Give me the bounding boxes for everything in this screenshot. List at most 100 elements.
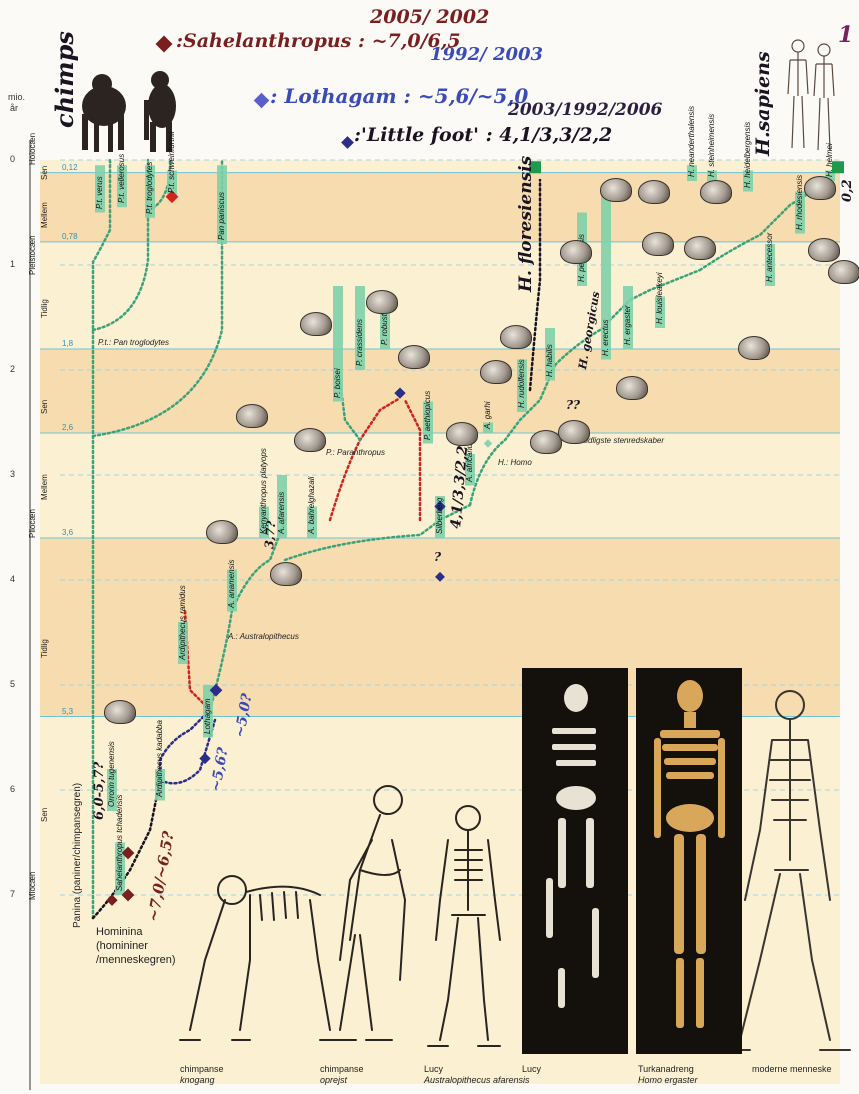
- fossil-skull: [294, 428, 326, 452]
- fossil-skull: [804, 176, 836, 200]
- epoch-holocene: Holocæn: [28, 133, 37, 165]
- stage-mellem-1: Mellem: [40, 202, 49, 228]
- species-label: H. habilis: [545, 344, 554, 377]
- caption-lucy-photo: Lucy: [522, 1064, 541, 1075]
- note-floresiensis: H. floresiensis: [516, 156, 536, 292]
- fossil-skull: [828, 260, 859, 284]
- stage-tidlig-1: Tidlig: [40, 299, 49, 318]
- stage-sen-3: Sen: [40, 808, 49, 822]
- species-label: H. rudolfensis: [517, 359, 526, 408]
- label-paranthropus: P.: Paranthropus: [326, 448, 385, 457]
- axis-tick-label: 7: [10, 889, 15, 899]
- label-australopithecus: A.: Australopithecus: [228, 632, 299, 641]
- fossil-skull: [600, 178, 632, 202]
- label-pan-troglodytes: P.t.: Pan troglodytes: [98, 338, 169, 347]
- note-kenyan-age: 3,7?: [262, 520, 278, 549]
- boundary-label: 1,8: [62, 339, 73, 348]
- label-homo: H.: Homo: [498, 458, 532, 467]
- species-label: Lothagam: [203, 698, 212, 734]
- fossil-skull: [738, 336, 770, 360]
- fossil-skull: [500, 325, 532, 349]
- species-label: H. antecessor: [765, 233, 774, 282]
- label-hominina-2: (homininer: [96, 940, 148, 952]
- species-label: H. erectus: [601, 319, 610, 355]
- stage-mellem-2: Mellem: [40, 474, 49, 500]
- boundary-label: 3,6: [62, 528, 73, 537]
- fossil-skull: [270, 562, 302, 586]
- species-label: H. neanderthalensis: [687, 106, 696, 177]
- species-label: Ardipithecus ramidus: [178, 585, 187, 660]
- species-label: A. anamensis: [227, 559, 236, 607]
- caption-chimp-upright: chimpanseoprejst: [320, 1064, 364, 1086]
- species-label: A. bahrelghazali: [307, 477, 316, 534]
- species-label: P.t. schweinfurthii: [167, 131, 176, 193]
- boundary-label: 0,78: [62, 232, 78, 241]
- axis-unit-line1: mio.: [8, 92, 25, 102]
- fossil-skull: [642, 232, 674, 256]
- caption-turkana: TurkanadrengHomo ergaster: [638, 1064, 698, 1086]
- fossil-skull: [398, 345, 430, 369]
- axis-tick-label: 6: [10, 784, 15, 794]
- species-label: H. heidelbergensis: [743, 121, 752, 187]
- stage-band: [40, 242, 840, 349]
- note-qq: ??: [566, 398, 580, 412]
- species-label: Silberberg: [435, 498, 444, 534]
- note-q: ?: [434, 550, 441, 564]
- species-label: P. aethiopicus: [423, 390, 432, 439]
- boundary-label: 2,6: [62, 423, 73, 432]
- species-label: P.t. verus: [95, 176, 104, 209]
- axis-tick-label: 0: [10, 154, 15, 164]
- fossil-skull: [206, 520, 238, 544]
- epoch-miocene: Miocæn: [28, 872, 37, 900]
- fossil-skull: [560, 240, 592, 264]
- species-label: P. boisei: [333, 368, 342, 398]
- species-label: H. rhodesiensis: [795, 174, 804, 229]
- species-label: Sahelanthropus tchadensis: [115, 794, 124, 891]
- axis-tick-label: 2: [10, 364, 15, 374]
- stage-sen-1: Sen: [40, 166, 49, 180]
- boundary-label: 5,3: [62, 707, 73, 716]
- stage-tidlig-2: Tidlig: [40, 639, 49, 658]
- label-hominina-3: /menneskegren): [96, 954, 176, 966]
- axis-tick-label: 3: [10, 469, 15, 479]
- fossil-skull: [700, 180, 732, 204]
- fossil-skull: [236, 404, 268, 428]
- epoch-pliocene: Pliocæn: [28, 509, 37, 538]
- stage-band: [40, 349, 840, 433]
- turkana-photo-panel: [636, 668, 742, 1054]
- boundary-label: 0,12: [62, 163, 78, 172]
- axis-tick-label: 5: [10, 679, 15, 689]
- species-label: A. garhi: [483, 401, 492, 429]
- fossil-skull: [446, 422, 478, 446]
- fossil-skull: [104, 700, 136, 724]
- fossil-skull: [684, 236, 716, 260]
- epoch-pleistocene: Pleistocæn: [28, 235, 37, 275]
- caption-modern-human: moderne menneske: [752, 1064, 832, 1075]
- species-label: H. louisleakeyi: [655, 272, 664, 324]
- species-label: H. ergaster: [623, 305, 632, 345]
- note-orrorin-ages: 6,0-5,7?: [92, 762, 107, 820]
- fossil-skull: [558, 420, 590, 444]
- fossil-skull: [366, 290, 398, 314]
- fossil-skull: [808, 238, 840, 262]
- fossil-skull: [616, 376, 648, 400]
- stage-sen-2: Sen: [40, 400, 49, 414]
- lucy-photo-panel: [522, 668, 628, 1054]
- axis-unit-line2: år: [10, 103, 18, 113]
- label-tools: tidligste stenredskaber: [584, 436, 664, 445]
- species-label: P.t. troglodytes: [145, 161, 154, 213]
- species-label: H. helmei: [825, 143, 834, 177]
- stage-band: [40, 160, 840, 173]
- fossil-skull: [638, 180, 670, 204]
- species-label: H. steinheimensis: [707, 114, 716, 177]
- species-label: Ardipithecus kadabba: [155, 720, 164, 797]
- axis-tick-label: 1: [10, 259, 15, 269]
- species-label: P. crassidens: [355, 319, 364, 366]
- fossil-skull: [300, 312, 332, 336]
- species-label: P.t. vellerosus: [117, 154, 126, 203]
- species-label: A. afarensis: [277, 492, 286, 534]
- label-hominina-1: Hominina: [96, 926, 142, 938]
